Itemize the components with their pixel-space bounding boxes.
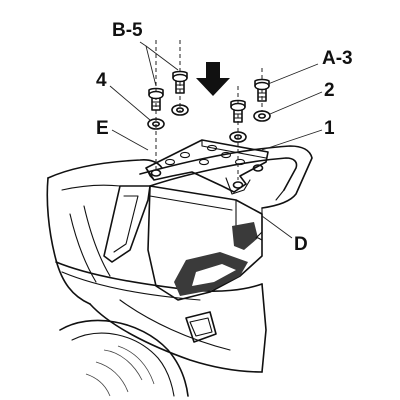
- label-4: 4: [96, 70, 107, 91]
- motorcycle-tail-body: [46, 159, 267, 397]
- bolt-b5-left: [148, 87, 164, 111]
- label-b5: B-5: [112, 20, 143, 41]
- label-d: D: [294, 234, 308, 255]
- mounting-plate: [145, 139, 269, 195]
- leader-lines: [109, 41, 323, 239]
- bolt-a3-right: [254, 78, 270, 102]
- label-2: 2: [324, 80, 335, 101]
- label-e: E: [96, 118, 109, 139]
- label-a3: A-3: [322, 48, 353, 69]
- washer-4-right: [171, 104, 189, 116]
- label-1: 1: [324, 118, 335, 139]
- down-arrow-icon: [196, 62, 230, 96]
- grab-rail: [139, 145, 313, 239]
- bolt-b5-right: [172, 70, 188, 94]
- washer-4-left: [147, 118, 165, 130]
- washer-2-right: [253, 110, 271, 122]
- washer-2-left: [229, 131, 247, 143]
- bolt-a3-left: [230, 99, 246, 123]
